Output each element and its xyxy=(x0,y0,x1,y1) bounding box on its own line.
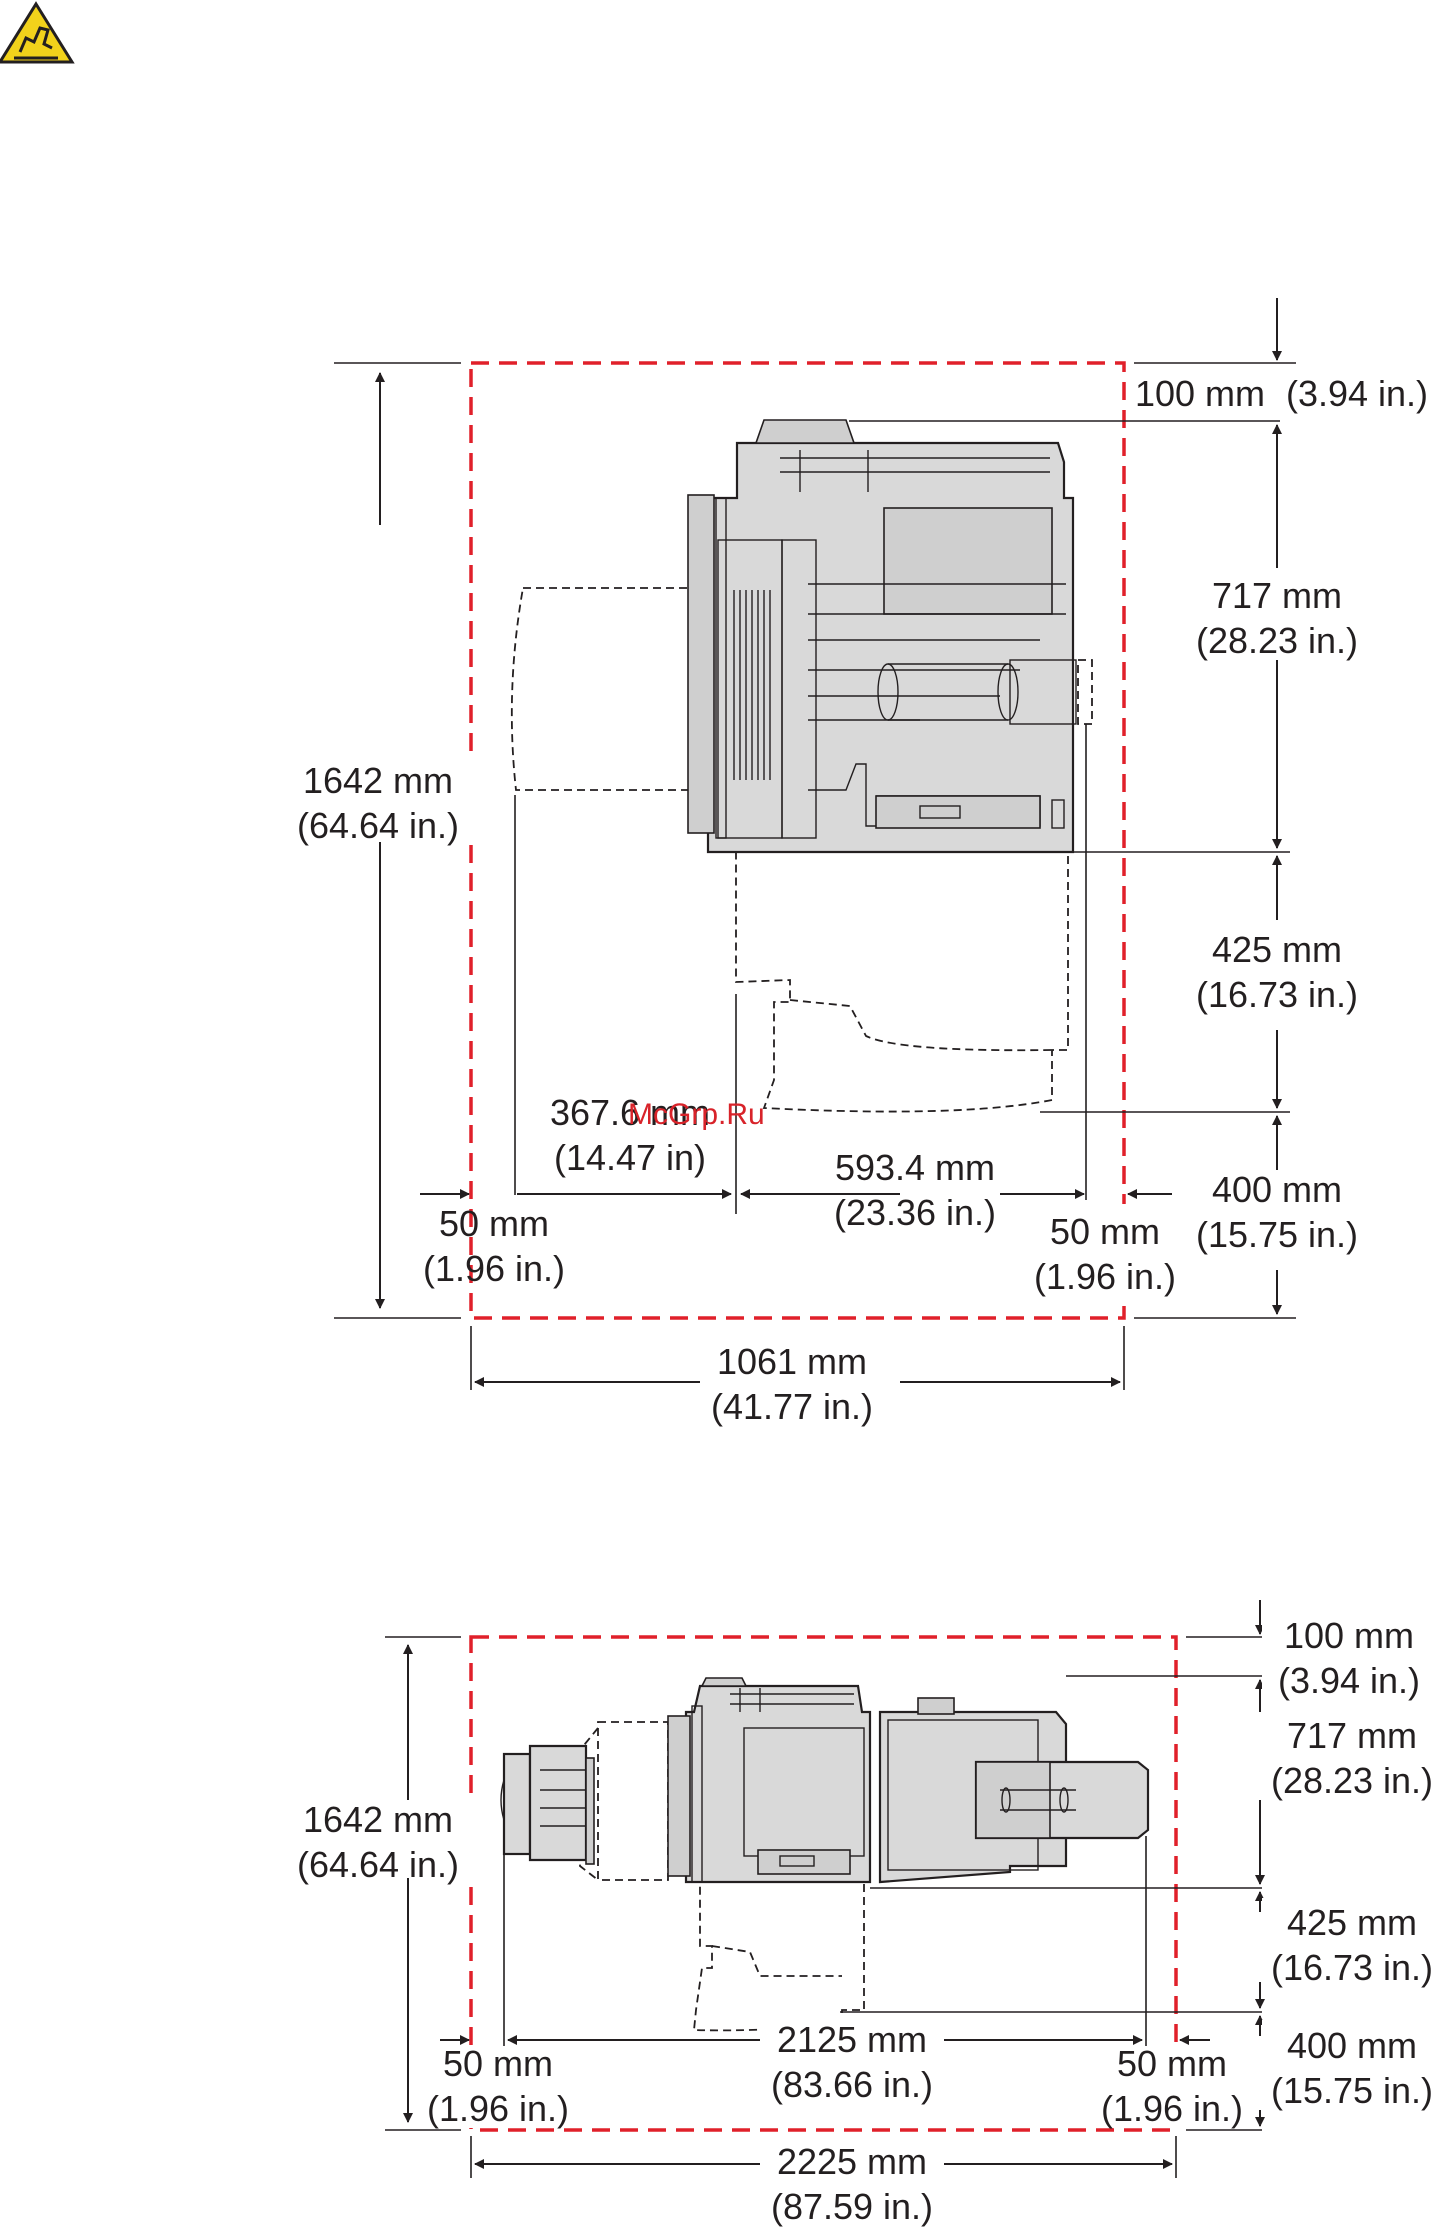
top-right-clearance-in: (1.96 in.) xyxy=(1034,1256,1176,1297)
top-tray-depth-in: (14.47 in) xyxy=(554,1137,706,1178)
top-total-height-mm: 1642 mm xyxy=(303,760,453,801)
tip-hazard-warning-icon xyxy=(0,1,75,64)
top-tray-depth-mm: 367.6 mm xyxy=(550,1092,710,1133)
bottom-top-clearance-in: (3.94 in.) xyxy=(1278,1660,1420,1701)
top-printer-side-view xyxy=(687,419,1093,854)
top-total-width-in: (41.77 in.) xyxy=(711,1386,873,1427)
top-printer-depth-mm: 593.4 mm xyxy=(835,1147,995,1188)
watermark-text: McGrp.Ru xyxy=(628,1098,765,1131)
bottom-bottom-clearance-in: (15.75 in.) xyxy=(1271,2070,1433,2111)
top-top-clearance-mm: 100 mm xyxy=(1135,373,1265,414)
bottom-printer-height-in: (28.23 in.) xyxy=(1271,1760,1433,1801)
bottom-left-stacker xyxy=(500,1744,595,1865)
bottom-optional-tray xyxy=(597,1721,669,1881)
bottom-right-clearance-mm: 50 mm xyxy=(1117,2043,1227,2084)
bottom-bottom-clearance-mm: 400 mm xyxy=(1287,2025,1417,2066)
top-drawer-height-mm: 425 mm xyxy=(1212,929,1342,970)
bottom-left-clearance-in: (1.96 in.) xyxy=(427,2088,569,2129)
top-left-clearance-in: (1.96 in.) xyxy=(423,1248,565,1289)
top-total-width-mm: 1061 mm xyxy=(717,1341,867,1382)
top-bottom-clearance-mm: 400 mm xyxy=(1212,1169,1342,1210)
bottom-clearance-outline xyxy=(469,1635,1178,2132)
bottom-total-height-in: (64.64 in.) xyxy=(297,1844,459,1885)
bottom-total-width-mm: 2225 mm xyxy=(777,2141,927,2182)
bottom-inner-width-in: (83.66 in.) xyxy=(771,2064,933,2105)
bottom-top-clearance-mm: 100 mm xyxy=(1284,1615,1414,1656)
bottom-left-clearance-mm: 50 mm xyxy=(443,2043,553,2084)
top-optional-tray xyxy=(510,587,701,791)
top-right-clearance-mm: 50 mm xyxy=(1050,1211,1160,1252)
bottom-drawer-height-in: (16.73 in.) xyxy=(1271,1947,1433,1988)
top-clearance-diagram: 1642 mm (64.64 in.) 100 mm (3.94 in.) 71… xyxy=(280,298,1440,1427)
bottom-total-height-mm: 1642 mm xyxy=(303,1799,453,1840)
top-top-clearance-in: (3.94 in.) xyxy=(1286,373,1428,414)
top-total-height-in: (64.64 in.) xyxy=(297,805,459,846)
top-drawer-height-in: (16.73 in.) xyxy=(1196,974,1358,1015)
bottom-right-clearance-in: (1.96 in.) xyxy=(1101,2088,1243,2129)
top-printer-height-in: (28.23 in.) xyxy=(1196,620,1358,661)
bottom-printer-height-mm: 717 mm xyxy=(1287,1715,1417,1756)
bottom-total-width-in: (87.59 in.) xyxy=(771,2186,933,2227)
bottom-printer-side-view xyxy=(667,1677,1150,1884)
top-clearance-outline xyxy=(469,361,1126,1320)
bottom-inner-width-mm: 2125 mm xyxy=(777,2019,927,2060)
top-left-clearance-mm: 50 mm xyxy=(439,1203,549,1244)
top-bottom-clearance-in: (15.75 in.) xyxy=(1196,1214,1358,1255)
top-optional-drawer xyxy=(735,849,1069,1113)
top-printer-height-mm: 717 mm xyxy=(1212,575,1342,616)
bottom-drawer-height-mm: 425 mm xyxy=(1287,1902,1417,1943)
top-printer-depth-in: (23.36 in.) xyxy=(834,1192,996,1233)
bottom-clearance-diagram: 1642 mm (64.64 in.) 100 mm (3.94 in.) 71… xyxy=(282,1600,1440,2227)
bottom-optional-drawer xyxy=(686,1879,865,2032)
